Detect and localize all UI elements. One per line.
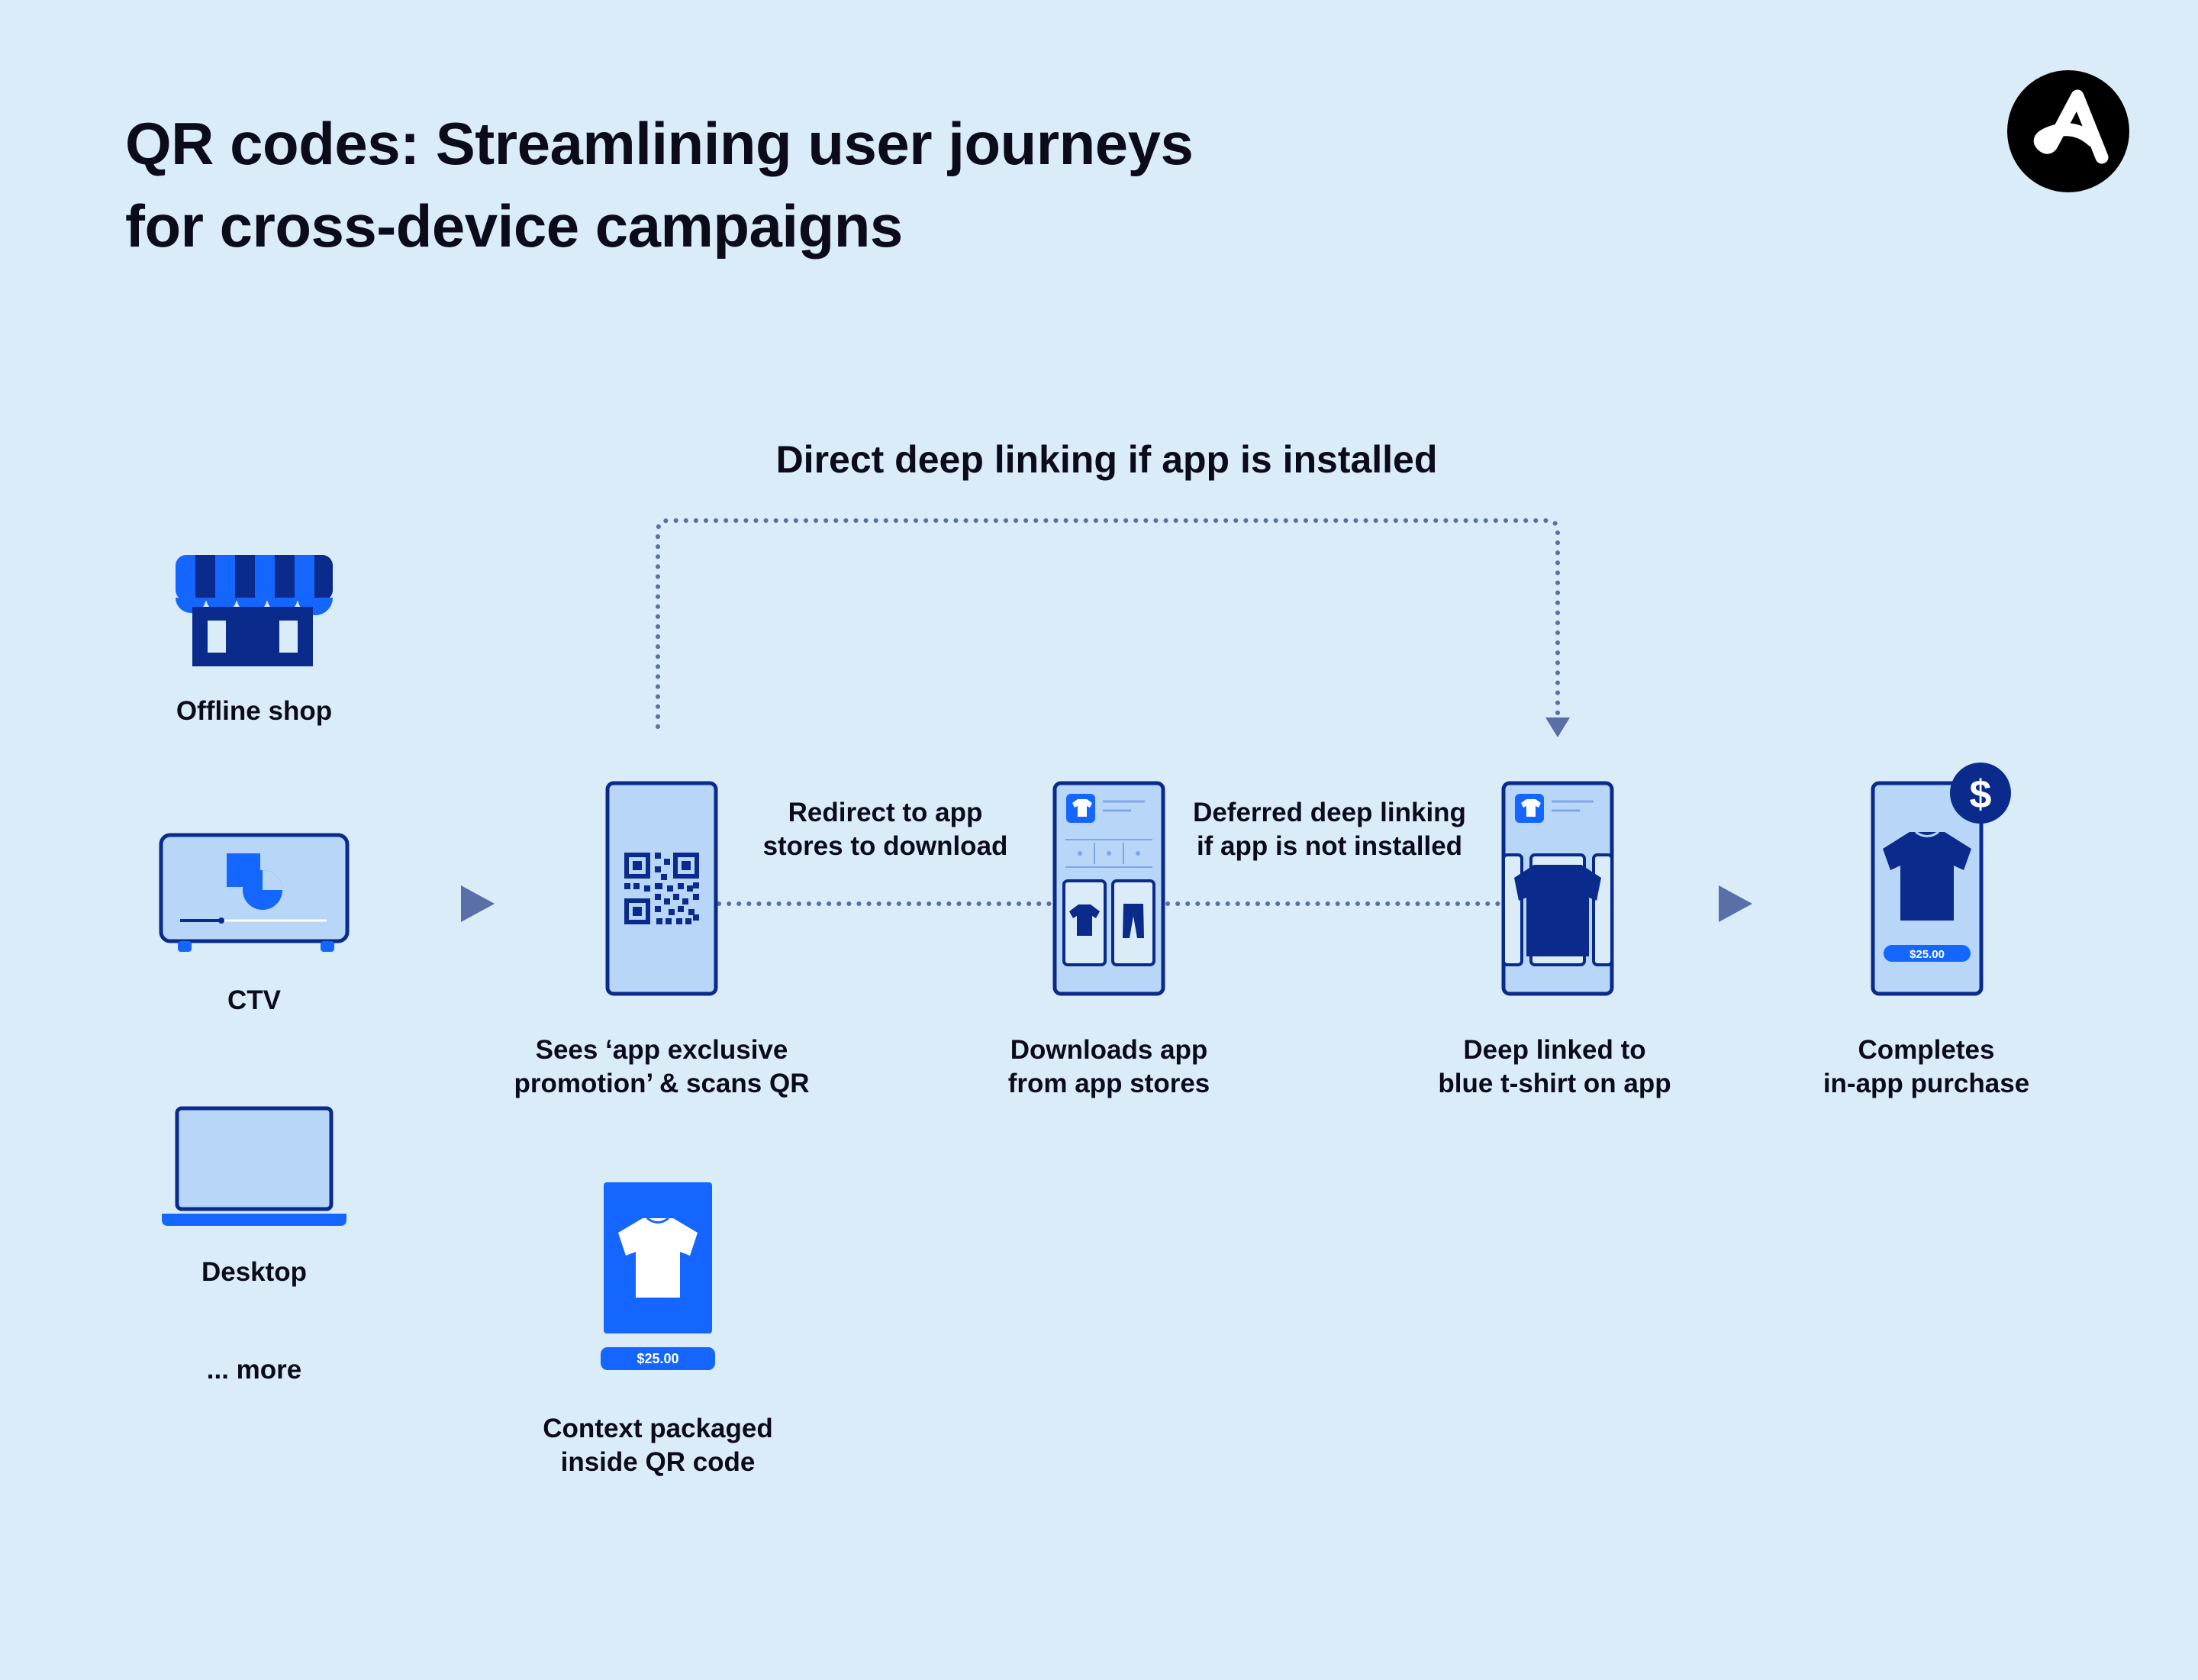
step-label-purchase: Completes in-app purchase (1823, 1035, 2030, 1098)
phone-deep-linked-product (1501, 781, 1614, 996)
deferred-label: Deferred deep linking if app is not inst… (1193, 798, 1466, 861)
page-title: QR codes: Streamlining user journeys for… (125, 102, 1194, 267)
source-label-shop: Offline shop (176, 696, 333, 726)
shop-icon (176, 555, 333, 666)
step-label-download: Downloads app from app stores (1007, 1035, 1210, 1098)
phone-purchase: $25.00 $ (1871, 763, 2011, 996)
redirect-label: Redirect to app stores to download (762, 798, 1008, 861)
purchase-price: $25.00 (1910, 948, 1945, 961)
context-label: Context packaged inside QR code (543, 1414, 773, 1477)
laptop-icon (162, 1106, 346, 1226)
dollar-badge-symbol: $ (1970, 772, 1992, 817)
direct-deep-link-connector (656, 518, 1560, 729)
source-label-ctv: CTV (227, 985, 281, 1015)
arrow-down-icon (1545, 717, 1570, 737)
qr-code-icon (624, 853, 699, 924)
source-label-desktop: Desktop (201, 1257, 308, 1287)
title-line-1: QR codes: Streamlining user journeys (125, 110, 1194, 177)
phone-qr-scan (605, 781, 718, 996)
dollar-badge-icon (1950, 763, 2011, 824)
phone-app-store (1052, 781, 1165, 996)
source-label-more: ... more (206, 1355, 302, 1385)
brand-a-logo (2007, 70, 2129, 192)
arrow-right-icon (461, 885, 495, 922)
step-label-scan: Sees ‘app exclusive promotion’ & scans Q… (514, 1035, 810, 1098)
ctv-icon (159, 833, 350, 952)
arrow-right-icon (1719, 885, 1752, 922)
title-line-2: for cross-device campaigns (125, 192, 903, 260)
direct-deep-link-label: Direct deep linking if app is installed (775, 438, 1438, 481)
step-label-deep-link: Deep linked to blue t-shirt on app (1438, 1035, 1671, 1098)
context-product-card: $25.00 (601, 1182, 715, 1370)
context-price: $25.00 (637, 1351, 678, 1366)
